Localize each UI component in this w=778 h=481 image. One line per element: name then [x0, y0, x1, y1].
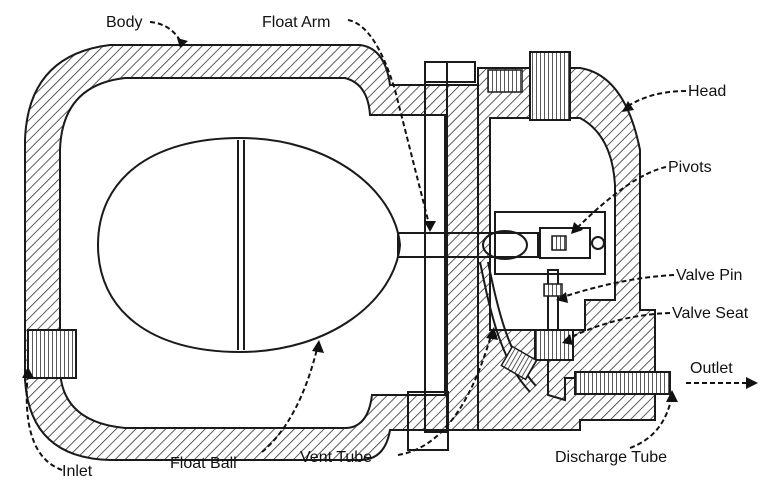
leader-vent-tube: [397, 331, 493, 456]
leader-pivots: [574, 166, 667, 231]
flange-top-block: [424, 61, 476, 83]
mechanism-housing: [494, 211, 606, 275]
arrow-float-ball: [312, 340, 324, 353]
label-float-arm: Float Arm: [262, 14, 330, 31]
pivot-pin: [551, 235, 567, 251]
vent-tube-fitting: [500, 345, 538, 381]
head-small-fitting: [487, 69, 523, 93]
label-valve-seat: Valve Seat: [672, 305, 749, 322]
label-pivots: Pivots: [668, 159, 712, 176]
label-inlet: Inlet: [62, 463, 93, 480]
float-ball: [96, 136, 402, 354]
arrow-outlet: [746, 377, 758, 389]
head-shell: [477, 67, 656, 431]
arrow-valve-pin: [556, 292, 568, 303]
float-arm: [397, 232, 539, 258]
valve-seat: [534, 329, 574, 361]
flange: [424, 61, 448, 433]
flange-bottom-block: [407, 391, 449, 451]
arrow-float-arm: [424, 221, 436, 232]
leader-valve-seat: [564, 312, 671, 341]
leader-inlet: [25, 371, 63, 471]
leader-valve-pin: [559, 274, 675, 299]
label-body: Body: [106, 14, 142, 31]
head-top-fitting: [529, 51, 571, 121]
inlet-grille: [27, 329, 77, 379]
leader-discharge-tube: [629, 394, 673, 449]
label-head: Head: [688, 83, 726, 100]
arrow-body: [177, 38, 188, 48]
arrow-discharge-tube: [666, 390, 678, 402]
vent-tube: [479, 261, 531, 393]
discharge-tube: [574, 371, 671, 395]
label-valve-pin: Valve Pin: [676, 267, 742, 284]
arrow-head: [622, 101, 634, 112]
arrow-pivots: [571, 222, 583, 234]
label-outlet: Outlet: [690, 360, 733, 377]
valve-passage: [547, 360, 580, 402]
label-discharge-tube: Discharge Tube: [555, 449, 667, 466]
arrow-inlet: [22, 367, 34, 378]
arrow-vent-tube: [486, 327, 498, 340]
body-shell: [24, 44, 481, 461]
label-float-ball: Float Ball: [170, 455, 237, 472]
leader-head: [624, 90, 687, 109]
valve-pin-collar: [543, 283, 563, 297]
float-arm-joint: [482, 230, 528, 260]
pivot-block: [539, 227, 591, 259]
label-vent-tube: Vent Tube: [300, 449, 372, 466]
leader-body: [149, 21, 183, 45]
leader-float-ball: [261, 344, 319, 453]
arrow-valve-seat: [562, 334, 573, 345]
pivot-point: [591, 236, 605, 250]
